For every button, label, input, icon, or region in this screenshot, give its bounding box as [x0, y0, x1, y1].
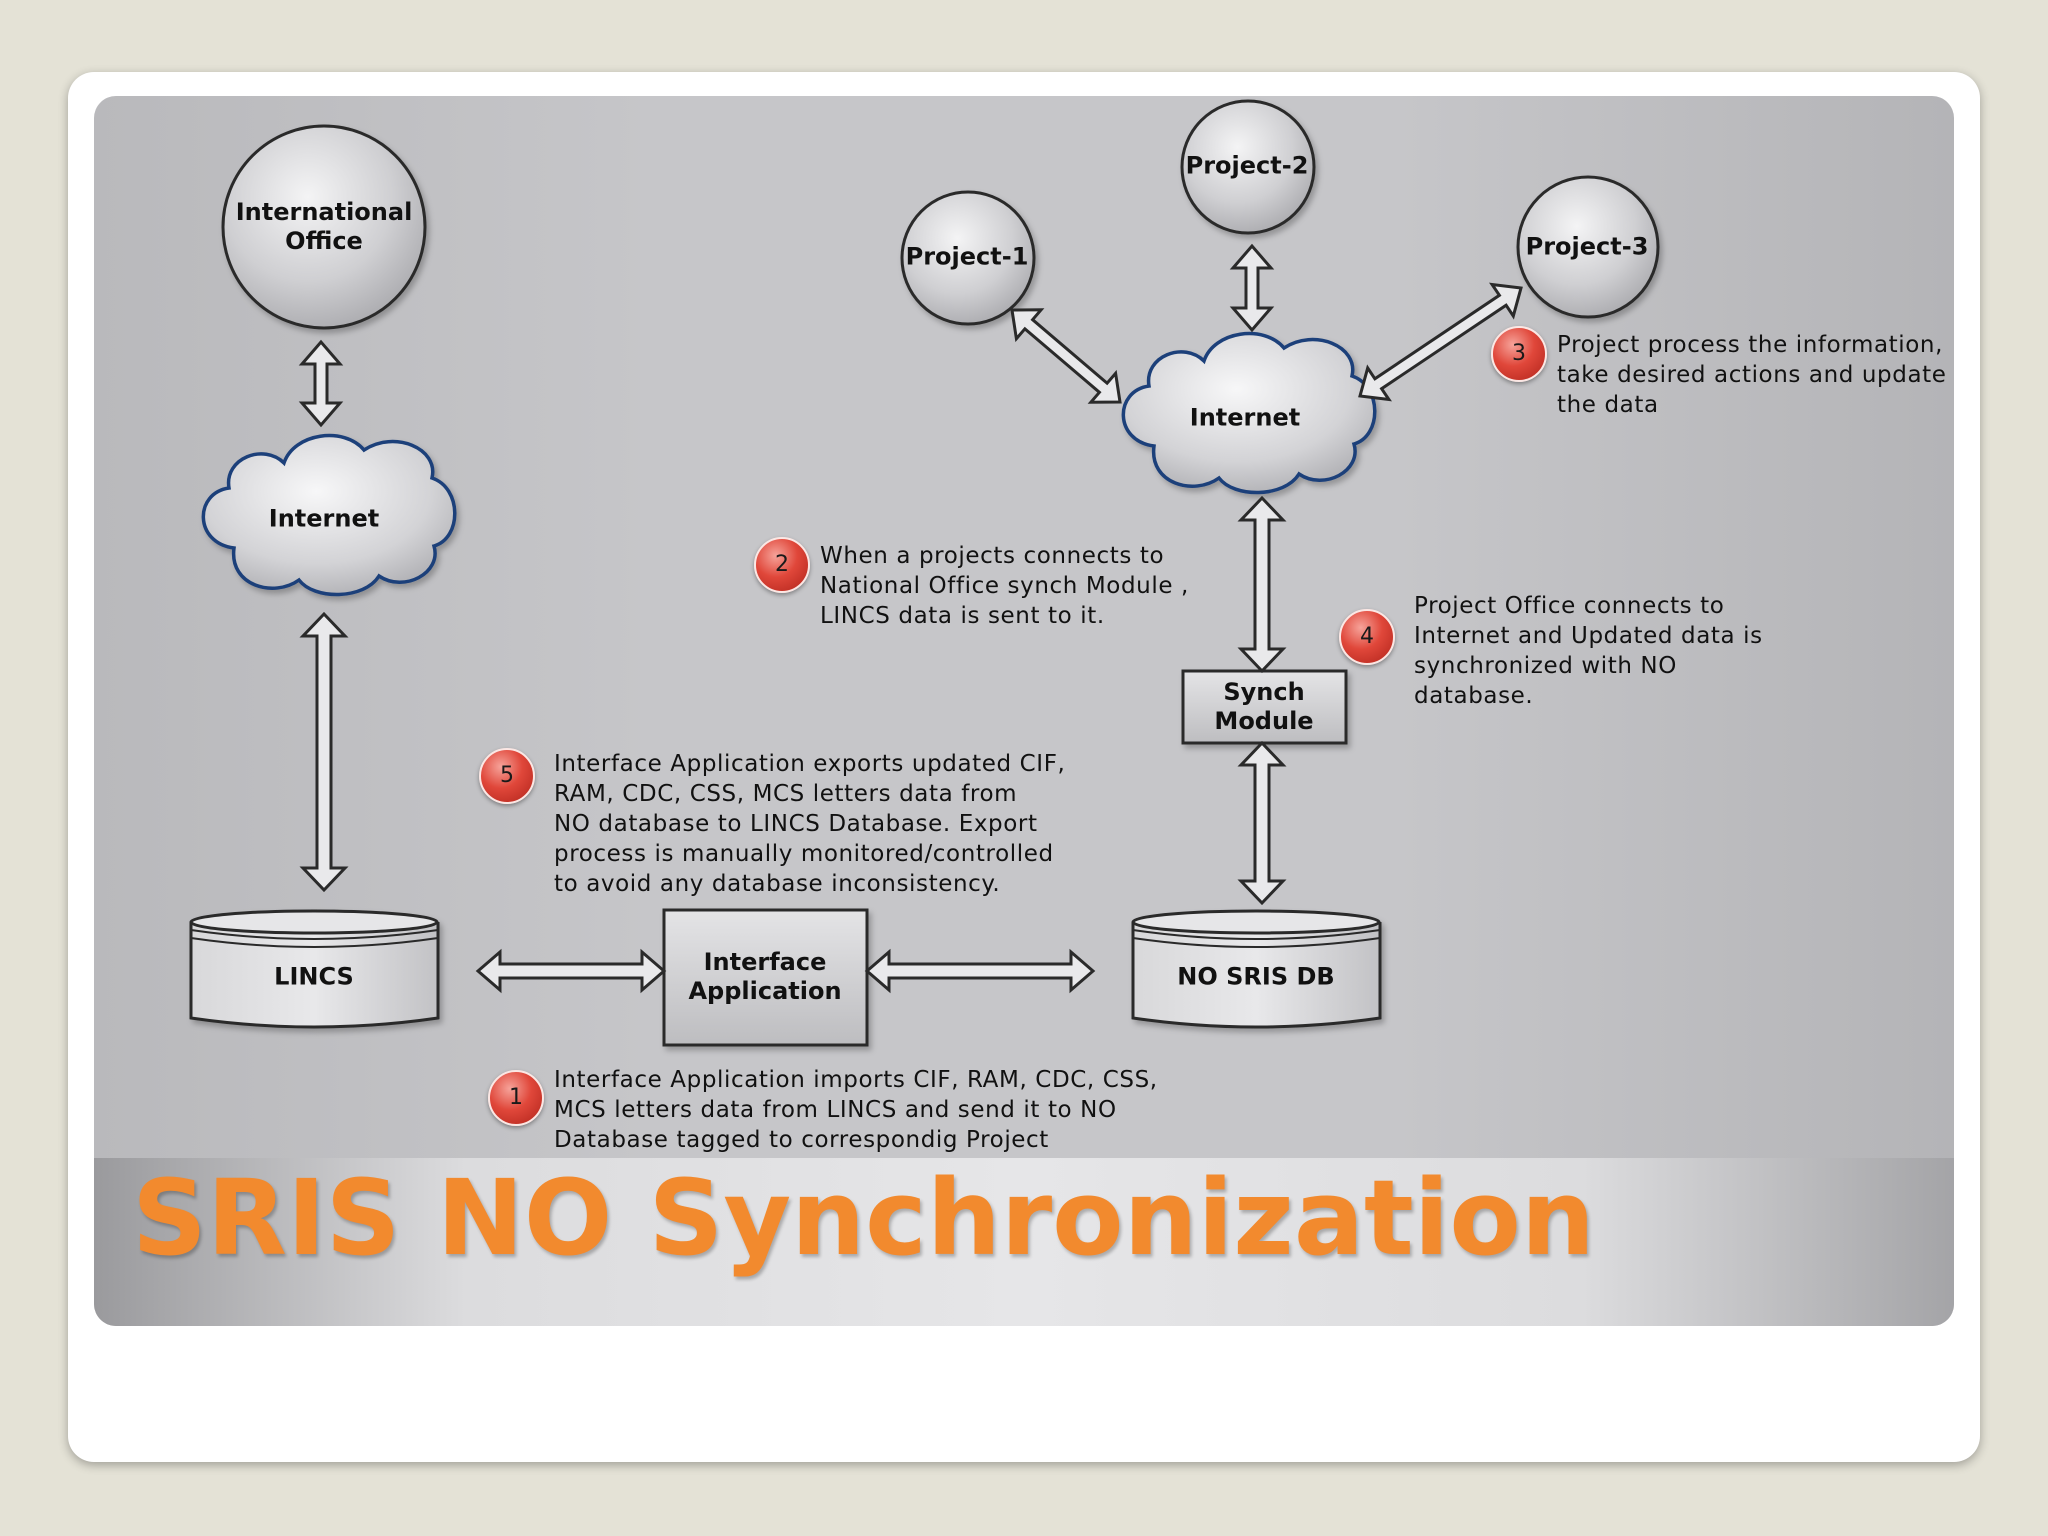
- internet-right-label: Internet: [1189, 403, 1301, 432]
- diagram-panel: [94, 96, 1954, 1326]
- no-sris-db-label: NO SRIS DB: [1177, 962, 1335, 991]
- step-3-note: Project process the information, take de…: [1557, 332, 1947, 418]
- step-3-badge: 3: [1491, 326, 1547, 382]
- arrow-intl-office-internet: [298, 339, 344, 428]
- project-2-label: Project-2: [1185, 151, 1309, 180]
- step-2-badge: 2: [754, 537, 810, 593]
- project-2-node: [1180, 99, 1316, 235]
- title-band: [94, 1158, 1954, 1326]
- international-office-label: International Office: [235, 198, 413, 255]
- synch-module-box: [1181, 669, 1348, 745]
- step-1-note: Interface Application imports CIF, RAM, …: [554, 1067, 1158, 1153]
- international-office-node: [221, 124, 427, 330]
- internet-cloud-left: [201, 433, 457, 597]
- step-5-badge: 5: [479, 748, 535, 804]
- internet-cloud-right: [1121, 331, 1377, 495]
- project-3-node: [1516, 175, 1660, 319]
- project-1-label: Project-1: [905, 242, 1029, 271]
- lincs-label: LINCS: [274, 962, 354, 991]
- step-2-note: When a projects connects to National Off…: [820, 543, 1189, 629]
- arrow-project3-internet: [1358, 282, 1523, 402]
- interface-application-label: Interface Application: [688, 948, 842, 1005]
- step-4-note: Project Office connects to Internet and …: [1414, 593, 1763, 709]
- internet-left-label: Internet: [268, 504, 380, 533]
- lincs-database: [189, 909, 440, 1029]
- arrow-interface-nosris: [864, 948, 1096, 994]
- no-sris-database: [1131, 909, 1382, 1029]
- project-1-node: [900, 190, 1036, 326]
- arrow-synch-nosris: [1237, 740, 1287, 906]
- arrow-project1-internet: [1010, 308, 1122, 404]
- arrow-layer: [298, 243, 1523, 994]
- synch-module-label: Synch Module: [1214, 678, 1314, 735]
- arrow-project2-internet: [1229, 243, 1275, 333]
- step-4-badge: 4: [1339, 609, 1395, 665]
- step-1-badge: 1: [488, 1070, 544, 1126]
- step-5-note: Interface Application exports updated CI…: [554, 751, 1066, 897]
- project-3-label: Project-3: [1525, 232, 1649, 261]
- arrow-internet-synch: [1237, 495, 1287, 674]
- interface-application-box: [662, 908, 869, 1047]
- slide-title: SRIS NO Synchronization: [132, 1157, 1595, 1279]
- arrow-internet-lincs: [299, 611, 349, 893]
- arrow-interface-lincs: [475, 948, 667, 994]
